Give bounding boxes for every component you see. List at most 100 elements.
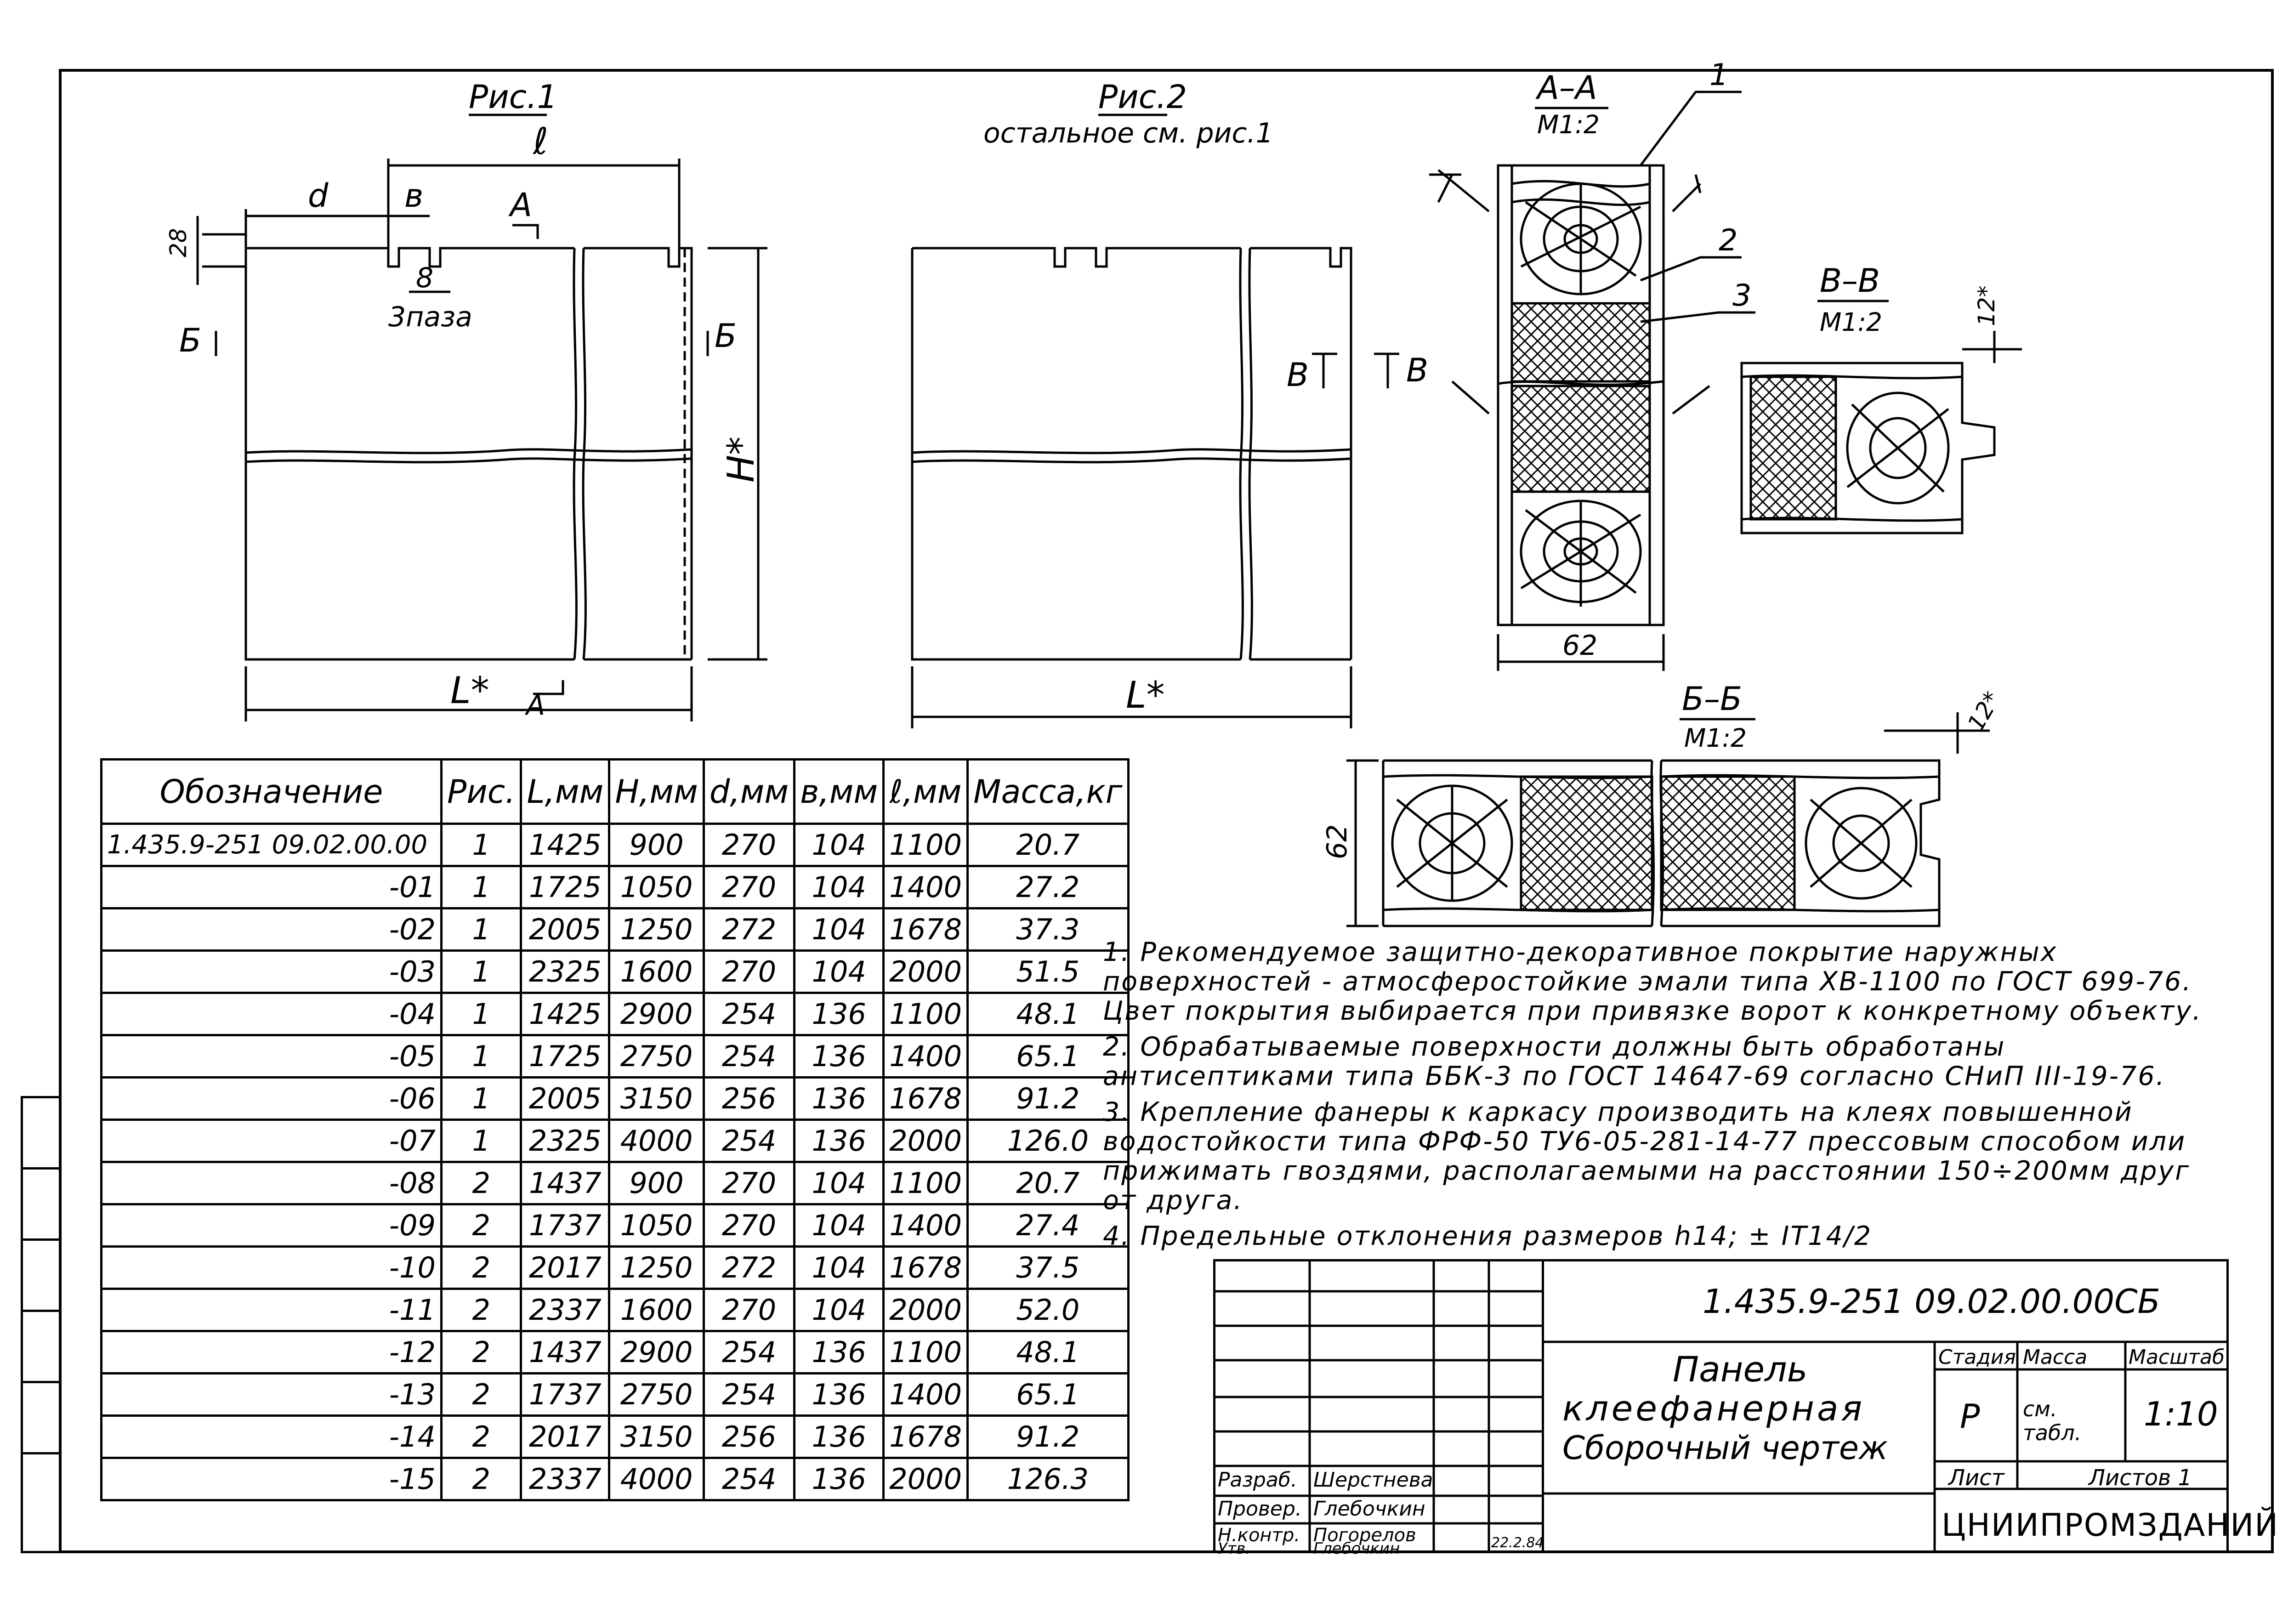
table-cell: 27.4 [966, 1203, 1130, 1248]
tb-stage: Р [1960, 1397, 1980, 1436]
table-cell: 2000 [882, 1457, 969, 1501]
note-3: 3. Крепление фанеры к каркасу производит… [1103, 1097, 2191, 1215]
table-cell: 2005 [520, 1076, 611, 1121]
table-cell: 2337 [520, 1457, 611, 1501]
tb-name-line3: Сборочный чертеж [1562, 1429, 1888, 1467]
fig1-dim-H: H* [720, 437, 762, 483]
table-cell: 1050 [608, 1203, 705, 1248]
table-cell: 104 [793, 907, 885, 952]
table-cell-designation: -02 [100, 907, 443, 952]
table-cell: 256 [702, 1076, 796, 1121]
table-cell: 270 [702, 1203, 796, 1248]
table-cell: 2 [440, 1288, 522, 1332]
tb-document-code: 1.435.9-251 09.02.00.00СБ [1703, 1282, 2160, 1321]
table-cell-designation: -07 [100, 1119, 443, 1163]
table-cell: 4000 [608, 1457, 705, 1501]
table-cell: 2 [440, 1245, 522, 1290]
table-cell: 1678 [882, 1245, 969, 1290]
table-cell: 1100 [882, 992, 969, 1036]
table-cell: 1 [440, 823, 522, 867]
table-cell: 2900 [608, 1330, 705, 1374]
table-cell: 272 [702, 907, 796, 952]
table-cell-designation: -09 [100, 1203, 443, 1248]
table-cell: 37.3 [966, 907, 1130, 952]
section-BB: Б–Б М1:2 62 12* [1321, 680, 2006, 927]
sec-BB-title: Б–Б [1682, 680, 1742, 718]
tb-mass-header: Масса [2023, 1346, 2088, 1369]
tb-date: 22.2.84 [1491, 1535, 1544, 1551]
table-header: Обозначение [100, 758, 443, 825]
table-cell: 1400 [882, 1034, 969, 1079]
table-cell: 3150 [608, 1076, 705, 1121]
table-cell: 104 [793, 865, 885, 909]
sec-AA-title: А–А [1535, 69, 1597, 107]
table-header: Рис. [440, 758, 522, 825]
sec-AA-scale: М1:2 [1537, 110, 1600, 139]
note-1: 1. Рекомендуемое защитно-декоративное по… [1103, 937, 2203, 1026]
specification-table: Обозначение Рис. L,мм H,мм d,мм в,мм ℓ,м… [100, 758, 1130, 1501]
tb-sheet-header: Лист [1948, 1465, 2004, 1491]
tb-grid-lines [1213, 1259, 1544, 1553]
table-cell: 51.5 [966, 949, 1130, 994]
table-cell: 254 [702, 1119, 796, 1163]
technical-notes: 1. Рекомендуемое защитно-декоративное по… [1103, 937, 2224, 1257]
margin-stamp [21, 1096, 59, 1553]
table-cell: 1437 [520, 1161, 611, 1205]
table-cell: 4000 [608, 1119, 705, 1163]
fig1-dim-28: 28 [165, 228, 192, 257]
tb-role-4: Утв. [1218, 1539, 1251, 1558]
table-cell: 1678 [882, 1076, 969, 1121]
tb-name-1: Шерстнева [1313, 1468, 1433, 1492]
table-cell: 1100 [882, 1330, 969, 1374]
table-cell: 136 [793, 992, 885, 1036]
table-header: в,мм [793, 758, 885, 825]
table-cell: 91.2 [966, 1414, 1130, 1459]
table-cell: 1725 [520, 1034, 611, 1079]
table-cell: 2017 [520, 1414, 611, 1459]
table-cell: 2000 [882, 1288, 969, 1332]
table-cell-designation: -15 [100, 1457, 443, 1501]
sec-BB-scale: М1:2 [1684, 723, 1747, 753]
sec-VV-dim12: 12* [1973, 285, 2000, 326]
table-cell: 254 [702, 1457, 796, 1501]
table-cell: 65.1 [966, 1034, 1130, 1079]
sec-BB-dim12: 12* [1962, 687, 2006, 736]
fig1-dim-d: d [308, 177, 329, 215]
fig1-cut-A-bottom: А [524, 689, 545, 721]
table-cell: 254 [702, 1330, 796, 1374]
table-cell: 136 [793, 1330, 885, 1374]
table-cell: 48.1 [966, 1330, 1130, 1374]
table-cell-designation: -10 [100, 1245, 443, 1290]
table-cell: 2 [440, 1457, 522, 1501]
table-cell: 48.1 [966, 992, 1130, 1036]
tb-organization: ЦНИИПРОМЗДАНИЙ [1942, 1507, 2279, 1544]
table-cell: 1737 [520, 1203, 611, 1248]
table-cell: 3150 [608, 1414, 705, 1459]
table-cell: 1600 [608, 1288, 705, 1332]
table-cell: 2 [440, 1203, 522, 1248]
table-cell: 1600 [608, 949, 705, 994]
table-cell-designation: -13 [100, 1372, 443, 1417]
tb-role-2: Провер. [1218, 1497, 1302, 1521]
table-cell: 1 [440, 907, 522, 952]
table-cell: 136 [793, 1119, 885, 1163]
table-cell: 270 [702, 865, 796, 909]
table-cell: 1425 [520, 823, 611, 867]
table-cell-designation: -01 [100, 865, 443, 909]
table-cell: 254 [702, 1372, 796, 1417]
fig2-subcaption: остальное см. рис.1 [983, 117, 1273, 149]
table-cell: 2000 [882, 1119, 969, 1163]
table-cell: 136 [793, 1076, 885, 1121]
table-cell: 37.5 [966, 1245, 1130, 1290]
table-cell-designation: -03 [100, 949, 443, 994]
